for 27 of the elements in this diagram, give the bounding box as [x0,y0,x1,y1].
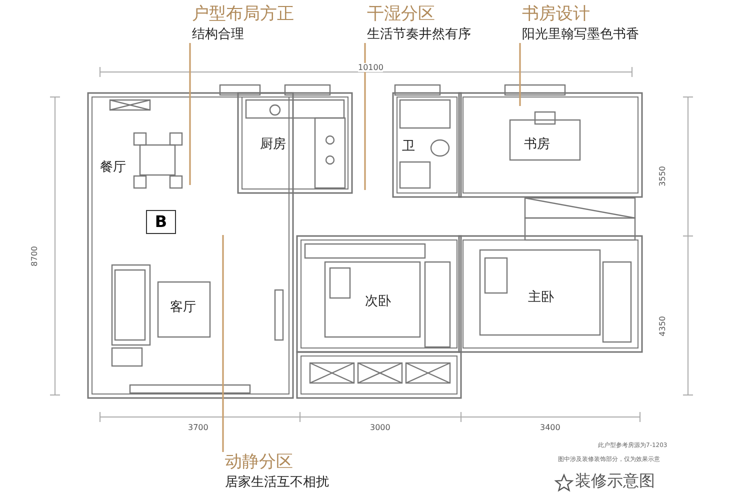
callout-text: 结构合理 [192,26,245,43]
dimension-label: 3400 [540,423,560,432]
callout-heading: 户型布局方正 [192,4,294,24]
dimension-label: 8700 [30,246,39,266]
dimension-label: 3000 [370,423,390,432]
callout-text: 生活节奏井然有序 [367,26,471,43]
callout-text: 居家生活互不相扰 [225,474,329,491]
caption-text: 装修示意图 [575,471,655,492]
room-label: 餐厅 [100,158,126,176]
dimension-label: 10100 [358,63,384,72]
dimension-label: 3550 [658,166,667,186]
dimension-label: 3700 [188,423,208,432]
callout-heading: 书房设计 [522,4,591,24]
room-label: 主卧 [528,288,554,306]
callout-heading: 干湿分区 [367,4,436,24]
room-label: 次卧 [365,292,391,310]
leader-line [364,43,366,190]
callout-text: 阳光里翰写墨色书香 [522,26,639,43]
leader-line [189,43,191,185]
leader-line [222,235,224,452]
letter-box: B [146,210,176,234]
room-label: 厨房 [260,135,286,153]
room-label: 书房 [524,135,550,153]
leader-line [519,43,521,106]
dimension-label: 4350 [658,316,667,336]
room-label: 客厅 [170,298,196,316]
callout-heading: 动静分区 [225,452,294,472]
